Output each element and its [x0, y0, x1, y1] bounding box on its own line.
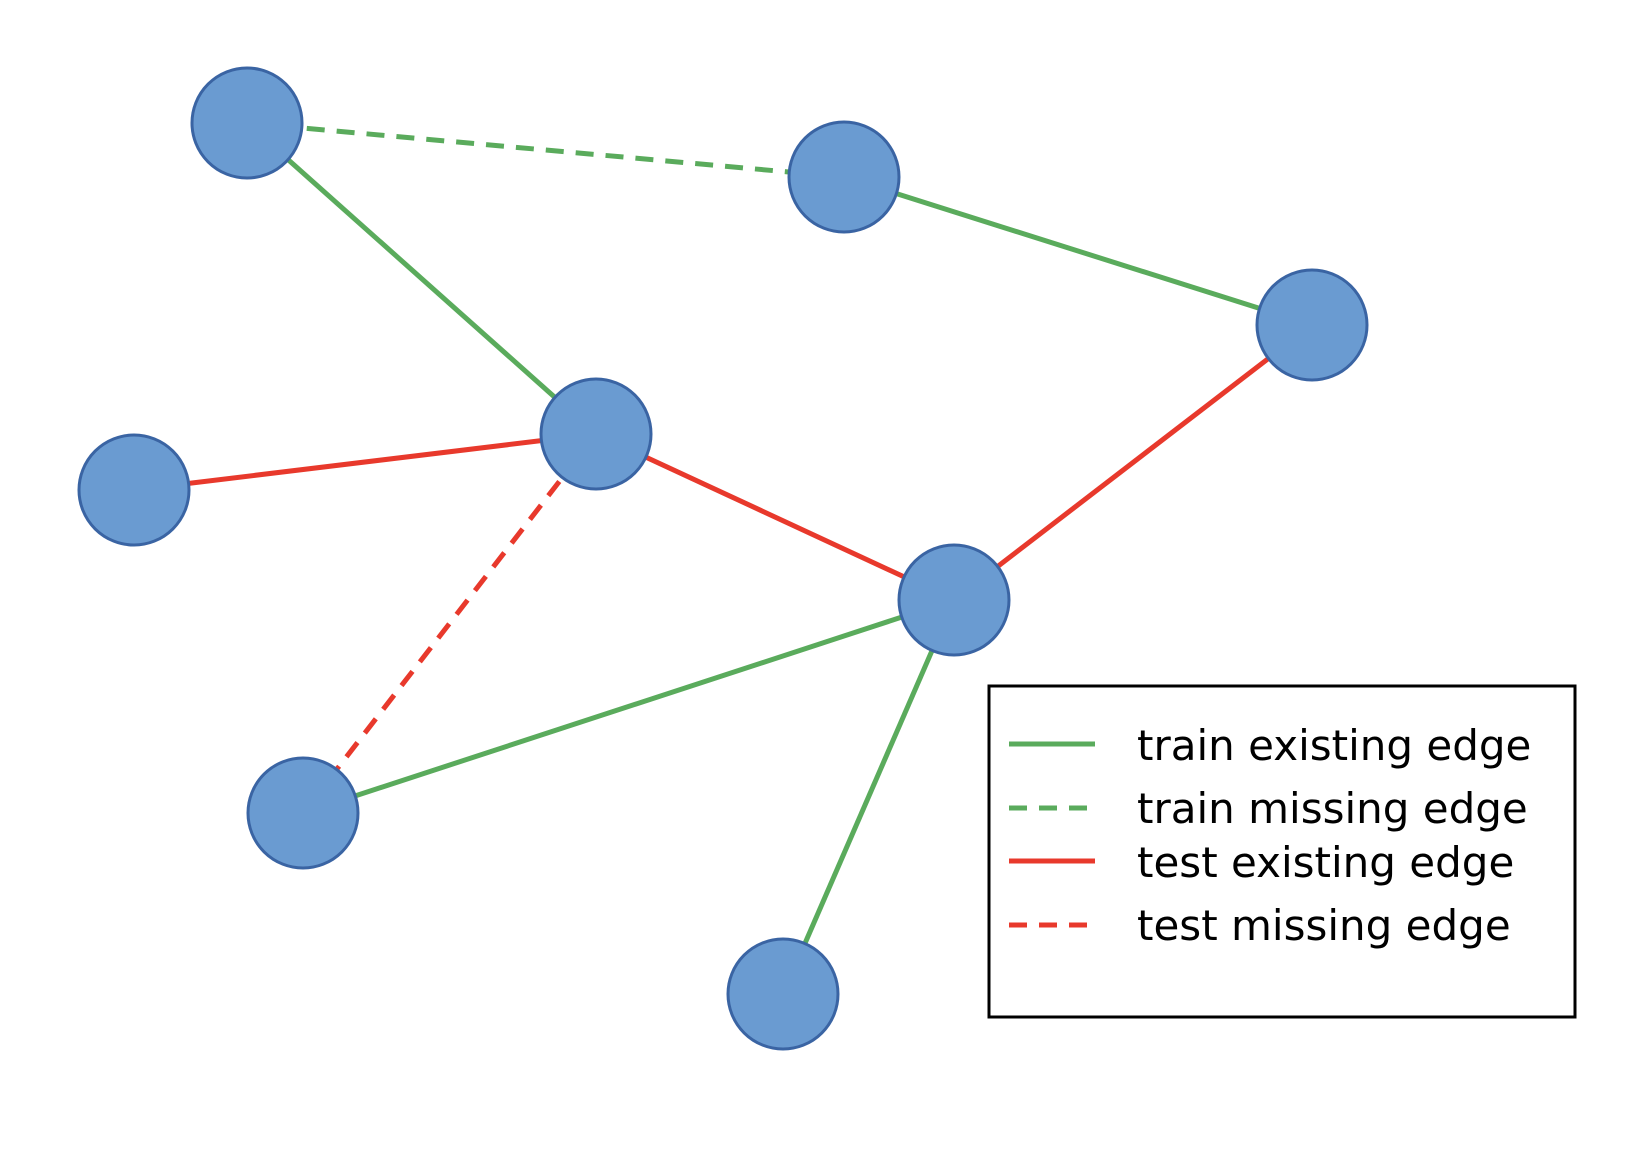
graph-node-n8 — [726, 937, 840, 1051]
edge-n4-n6 — [594, 431, 956, 603]
graph-node-n4 — [539, 377, 653, 491]
nodes-layer — [77, 66, 1369, 1051]
graph-node-n7 — [246, 756, 360, 870]
graph-node-n3 — [1255, 268, 1369, 382]
graph-node-n1 — [190, 66, 304, 180]
edge-n2-n3 — [843, 174, 1313, 328]
legend-label-test-missing: test missing edge — [1137, 901, 1511, 950]
edge-n6-n8 — [780, 599, 957, 995]
edge-n1-n2 — [246, 120, 845, 180]
edge-n3-n6 — [952, 323, 1314, 602]
edge-n4-n7 — [301, 432, 598, 815]
graph-node-n6 — [897, 543, 1011, 657]
legend-label-test-existing: test existing edge — [1137, 838, 1514, 887]
edges-layer — [133, 120, 1314, 995]
graph-node-n5 — [77, 433, 191, 547]
graph-node-n2 — [787, 120, 901, 234]
edge-n5-n4 — [133, 431, 597, 493]
edge-n1-n4 — [245, 121, 598, 436]
legend-label-train-missing: train missing edge — [1137, 784, 1528, 833]
legend-box — [987, 684, 1577, 1019]
legend-label-train-existing: train existing edge — [1137, 721, 1531, 770]
edge-n7-n6 — [302, 597, 955, 816]
legend: train existing edge train missing edge t… — [987, 684, 1577, 1019]
